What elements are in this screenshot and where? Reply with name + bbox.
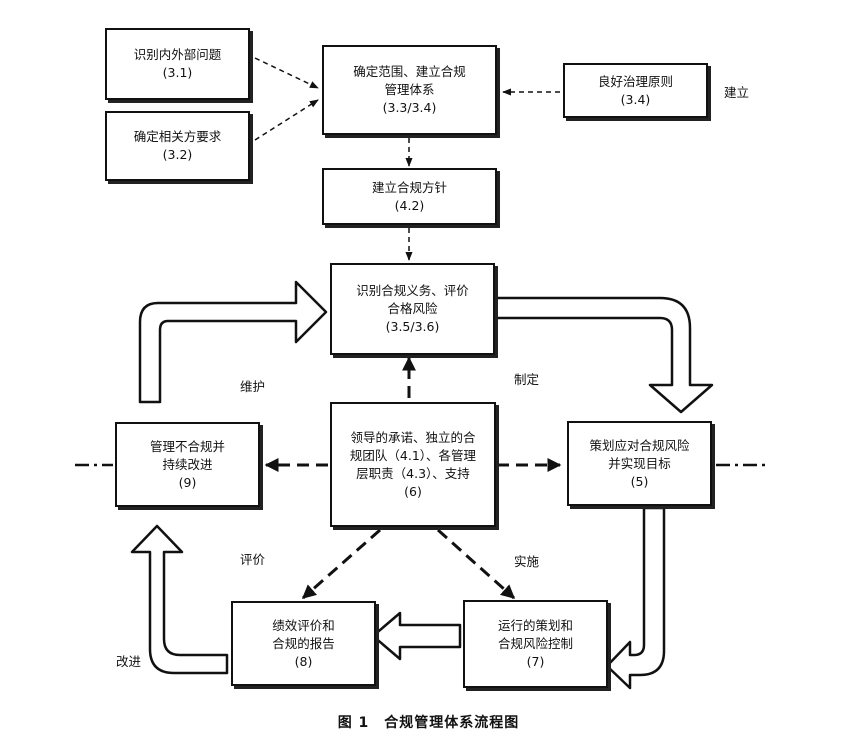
cycle-arrow-3-5-to-5 — [490, 296, 714, 414]
box-ref: (4.2) — [394, 197, 425, 213]
box-text: 合格风险 — [387, 301, 438, 316]
arrow-6-to-7 — [436, 528, 516, 600]
box-text: 管理体系 — [384, 82, 435, 97]
box-ref: (3.2) — [162, 147, 193, 162]
box-text: 管理不合规并 — [149, 438, 225, 454]
arrow-6-to-8 — [301, 528, 381, 600]
box-text: 持续改进 — [162, 456, 213, 472]
label-implement: 实施 — [514, 554, 540, 569]
box-good-governance-principles: 良好治理原则 (3.4) — [563, 63, 708, 118]
box-text: 领导的承诺、独立的合 — [350, 429, 476, 445]
box-determine-stakeholder-requirements: 确定相关方要求 (3.2) — [105, 111, 250, 181]
label-establish: 建立 — [724, 85, 750, 100]
arrow-3-2-to-3-3 — [254, 99, 319, 141]
box-text: 规团队（4.1）、各管理 — [349, 447, 477, 463]
box-plan-compliance-risks: 策划应对合规风险 并实现目标 (5) — [567, 421, 712, 506]
box-text: 确定范围、建立合规 — [353, 64, 466, 79]
box-ref: (3.3/3.4) — [382, 100, 437, 115]
box-ref: (3.5/3.6) — [385, 319, 440, 334]
arrow-3-1-to-3-3 — [254, 57, 319, 89]
cycle-arrow-5-to-7 — [605, 506, 666, 690]
label-maintain: 维护 — [240, 379, 266, 394]
box-establish-compliance-policy: 建立合规方针 (4.2) — [322, 168, 497, 225]
figure-caption: 图 1 合规管理体系流程图 — [337, 715, 520, 731]
box-ref: (7) — [526, 654, 545, 669]
box-text: 确定相关方要求 — [133, 129, 222, 144]
box-text: 策划应对合规风险 — [589, 437, 690, 453]
box-ref: (6) — [404, 483, 422, 499]
box-text: 层职责（4.3）、支持 — [356, 465, 470, 481]
box-leadership-commitment: 领导的承诺、独立的合 规团队（4.1）、各管理 层职责（4.3）、支持 (6) — [330, 402, 496, 527]
box-text: 绩效评价和 — [272, 617, 335, 633]
cycle-arrow-7-to-8 — [371, 611, 462, 661]
box-identify-internal-external-issues: 识别内外部问题 (3.1) — [105, 28, 250, 100]
box-text: 运行的策划和 — [497, 618, 573, 633]
cycle-arrow-8-to-9 — [130, 524, 229, 675]
box-manage-noncompliance: 管理不合规并 持续改进 (9) — [115, 422, 260, 507]
box-ref: (3.4) — [620, 91, 651, 107]
box-text: 并实现目标 — [608, 455, 671, 471]
box-ref: (8) — [294, 653, 313, 669]
label-evaluate: 评价 — [240, 552, 266, 567]
box-ref: (3.1) — [162, 65, 193, 80]
box-text: 建立合规方针 — [371, 179, 447, 195]
box-ref: (9) — [178, 474, 197, 490]
cycle-arrow-9-to-3-5 — [138, 280, 328, 404]
box-performance-evaluation: 绩效评价和 合规的报告 (8) — [231, 601, 376, 686]
box-text: 合规的报告 — [272, 635, 335, 651]
box-text: 良好治理原则 — [597, 73, 673, 89]
box-determine-scope: 确定范围、建立合规 管理体系 (3.3/3.4) — [322, 45, 497, 135]
box-text: 合规风险控制 — [497, 636, 573, 651]
box-text: 识别内外部问题 — [133, 47, 222, 62]
label-improve: 改进 — [116, 654, 142, 669]
label-formulate: 制定 — [514, 372, 540, 387]
box-ref: (5) — [630, 473, 649, 489]
box-text: 识别合规义务、评价 — [356, 283, 469, 298]
box-identify-compliance-obligations: 识别合规义务、评价 合格风险 (3.5/3.6) — [330, 263, 495, 355]
box-operational-planning: 运行的策划和 合规风险控制 (7) — [463, 600, 608, 688]
